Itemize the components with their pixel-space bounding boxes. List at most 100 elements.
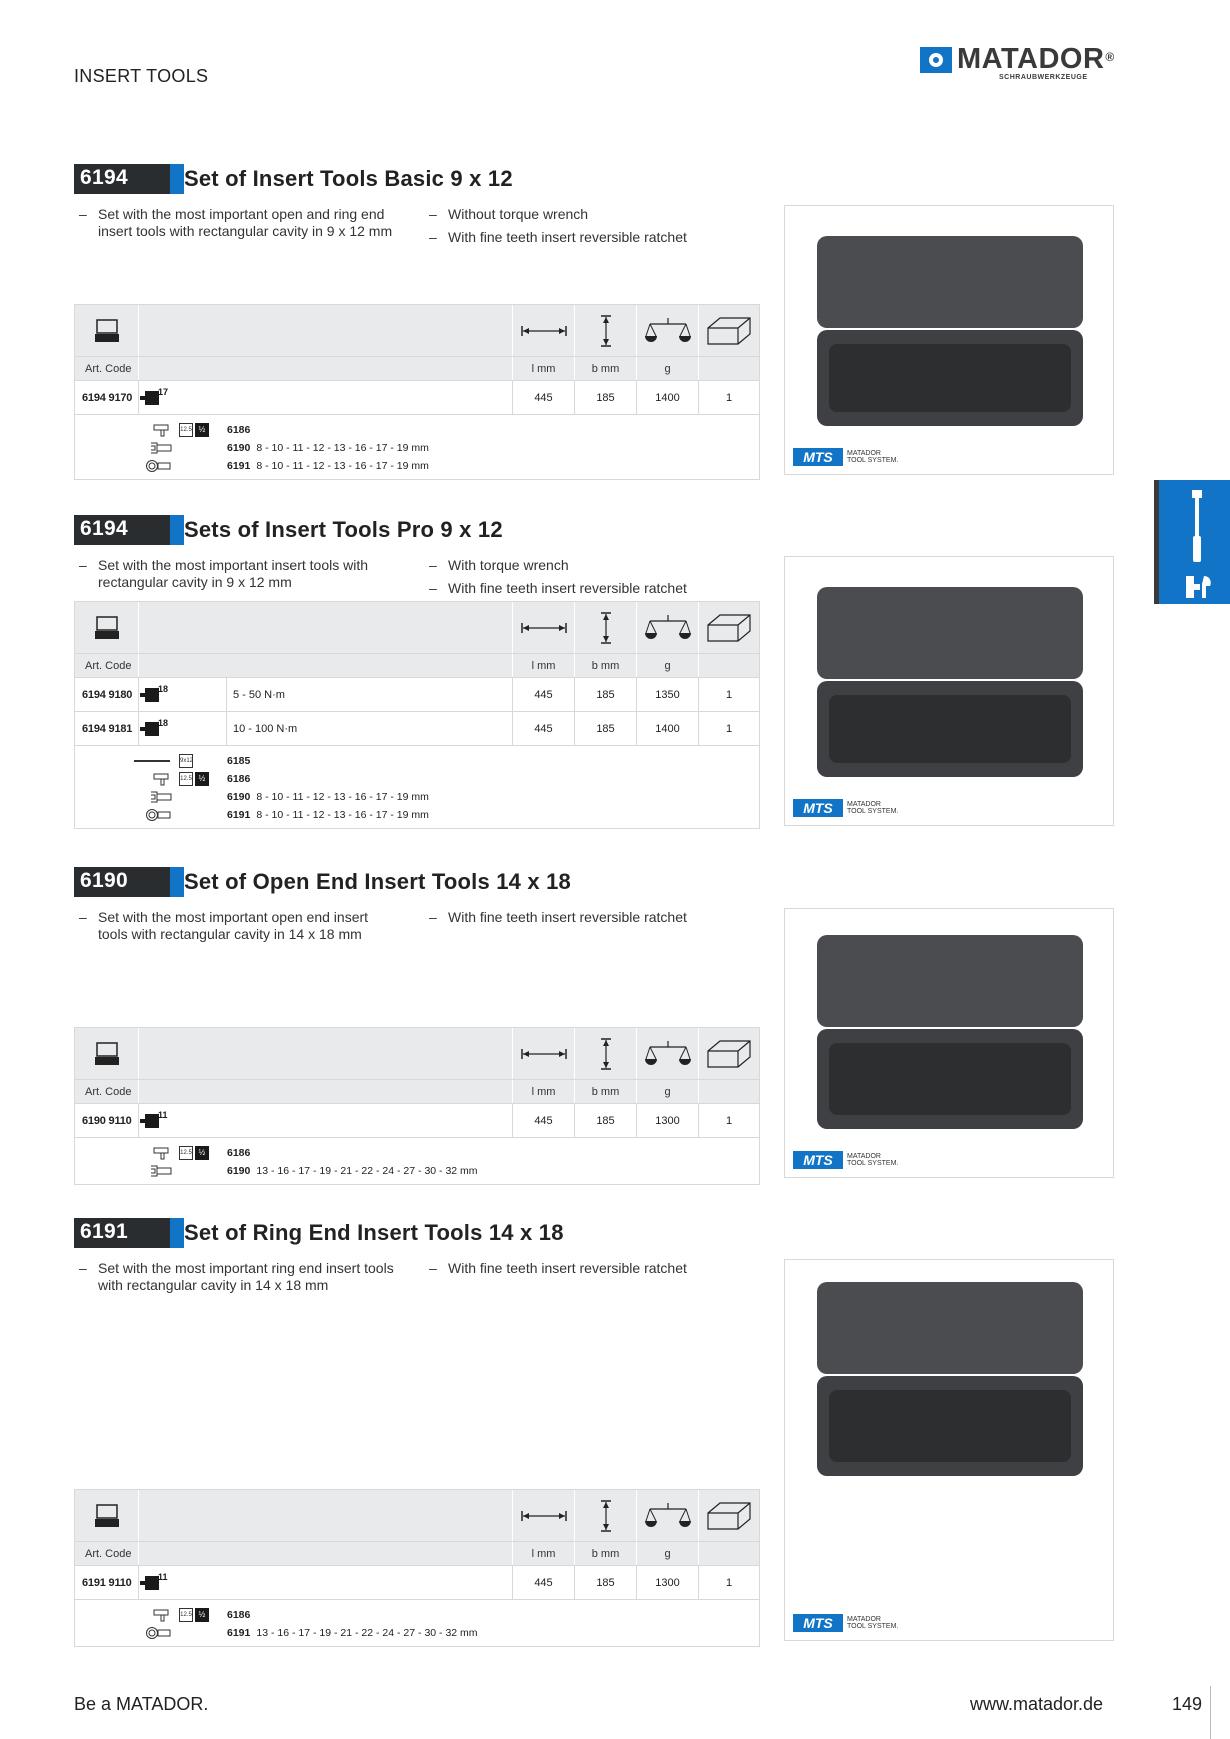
spec-header-row: Art. Code l mm b mm g (75, 357, 759, 381)
feature-list-right: With fine teeth insert reversible ratche… (424, 1260, 744, 1283)
art-code: 6191 9110 (75, 1566, 139, 1599)
spec-icon-row (75, 602, 759, 654)
width-value: 185 (575, 1104, 637, 1137)
open-end-icon (151, 791, 172, 803)
col-length: l mm (513, 654, 575, 677)
spec-icon-row (75, 1028, 759, 1080)
section-title: Sets of Insert Tools Pro 9 x 12 (184, 517, 503, 542)
feature-list-right: With torque wrench With fine teeth inser… (424, 557, 744, 603)
feature-item: With fine teeth insert reversible ratche… (424, 229, 744, 246)
matador-logo: MATADOR® SCHRAUBWERKZEUGE (920, 45, 1115, 81)
accessory-code: 6190 (227, 791, 251, 803)
length-value: 445 (513, 381, 575, 414)
col-width: b mm (575, 1080, 637, 1103)
spec-header-row: Art. Code l mm b mm g (75, 1542, 759, 1566)
drive-size-icon (140, 687, 159, 702)
feature-list-left: Set with the most important open and rin… (74, 206, 394, 246)
list-item: 9x12 6185 (75, 752, 759, 770)
spec-header-row: Art. Code l mm b mm g (75, 654, 759, 678)
art-code: 6194 9170 (75, 381, 139, 414)
accessory-code: 6186 (227, 424, 251, 436)
product-section-basic: 6194 Set of Insert Tools Basic 9 x 12 Se… (74, 164, 1114, 480)
width-icon (600, 1037, 611, 1070)
accessory-code: 6191 (227, 460, 251, 472)
accessory-sizes: 8 - 10 - 11 - 12 - 13 - 16 - 17 - 19 mm (256, 442, 429, 454)
product-section-ring-end: 6191 Set of Ring End Insert Tools 14 x 1… (74, 1218, 1114, 1647)
col-art-code: Art. Code (75, 1542, 139, 1565)
col-width: b mm (575, 357, 637, 380)
drive-size: 18 (158, 717, 169, 728)
accessory-code: 6191 (227, 809, 251, 821)
product-section-open-end: 6190 Set of Open End Insert Tools 14 x 1… (74, 867, 1114, 1185)
width-value: 185 (575, 381, 637, 414)
feature-list-right: With fine teeth insert reversible ratche… (424, 909, 744, 932)
width-icon (600, 314, 611, 347)
feature-list-right: Without torque wrench With fine teeth in… (424, 206, 744, 252)
col-weight: g (637, 357, 699, 380)
article-badge: 6194 (74, 164, 170, 194)
weight-value: 1400 (637, 381, 699, 414)
ratchet-icon (153, 424, 169, 437)
chapter-side-tab[interactable] (1154, 480, 1230, 604)
length-icon (520, 622, 567, 633)
accessory-code: 6186 (227, 773, 251, 785)
width-value: 185 (575, 712, 637, 745)
case-set-icon (94, 1503, 119, 1527)
spec-header-row: Art. Code l mm b mm g (75, 1080, 759, 1104)
page-divider (1210, 1686, 1211, 1739)
col-length: l mm (513, 1542, 575, 1565)
case-set-icon (94, 318, 119, 342)
torque-wrench-icon (1186, 490, 1211, 598)
footer-url[interactable]: www.matador.de (970, 1694, 1104, 1714)
spec-table: Art. Code l mm b mm g 6191 9110 11 445 1… (74, 1489, 760, 1647)
accessory-sizes: 13 - 16 - 17 - 19 - 21 - 22 - 24 - 27 - … (256, 1165, 478, 1177)
feature-item: Set with the most important ring end ins… (74, 1260, 394, 1294)
col-art-code: Art. Code (75, 357, 139, 380)
drive-size-icon (140, 1575, 159, 1590)
spec-icon-row (75, 1490, 759, 1542)
col-weight: g (637, 1542, 699, 1565)
quantity-value: 1 (725, 722, 733, 735)
weight-scale-icon (644, 614, 691, 639)
accessory-code: 6185 (227, 755, 251, 767)
case-lid (817, 1282, 1083, 1374)
feature-item: Set with the most important open end ins… (74, 909, 394, 943)
footer-slogan: Be a MATADOR. (74, 1694, 209, 1714)
article-badge: 6191 (74, 1218, 170, 1248)
col-width: b mm (575, 1542, 637, 1565)
case-lid (817, 236, 1083, 328)
weight-value: 1400 (637, 712, 699, 745)
art-code: 6194 9181 (75, 712, 139, 745)
ratchet-icon (153, 1147, 169, 1160)
square-drive-icon: 9x12 (179, 754, 193, 768)
torque-range: 5 - 50 N·m (233, 688, 285, 701)
package-box-icon (707, 1039, 751, 1068)
accessory-sizes: 8 - 10 - 11 - 12 - 13 - 16 - 17 - 19 mm (256, 791, 429, 803)
accessory-sizes: 8 - 10 - 11 - 12 - 13 - 16 - 17 - 19 mm (256, 460, 429, 472)
col-length: l mm (513, 357, 575, 380)
table-row: 6190 9110 11 445 185 1300 1 (75, 1104, 759, 1138)
drive-size: 11 (158, 1109, 168, 1120)
length-icon (520, 1510, 567, 1521)
open-end-icon (151, 442, 172, 454)
weight-scale-icon (644, 1040, 691, 1065)
ratchet-icon (153, 1609, 169, 1622)
accessory-code: 6186 (227, 1147, 251, 1159)
feature-item: With fine teeth insert reversible ratche… (424, 909, 744, 926)
drive-size: 17 (158, 386, 169, 397)
feature-item: With torque wrench (424, 557, 744, 574)
accessory-sizes: 13 - 16 - 17 - 19 - 21 - 22 - 24 - 27 - … (256, 1627, 478, 1639)
page-number: 149 (1172, 1694, 1203, 1714)
length-value: 445 (513, 1104, 575, 1137)
case-lid (817, 935, 1083, 1027)
